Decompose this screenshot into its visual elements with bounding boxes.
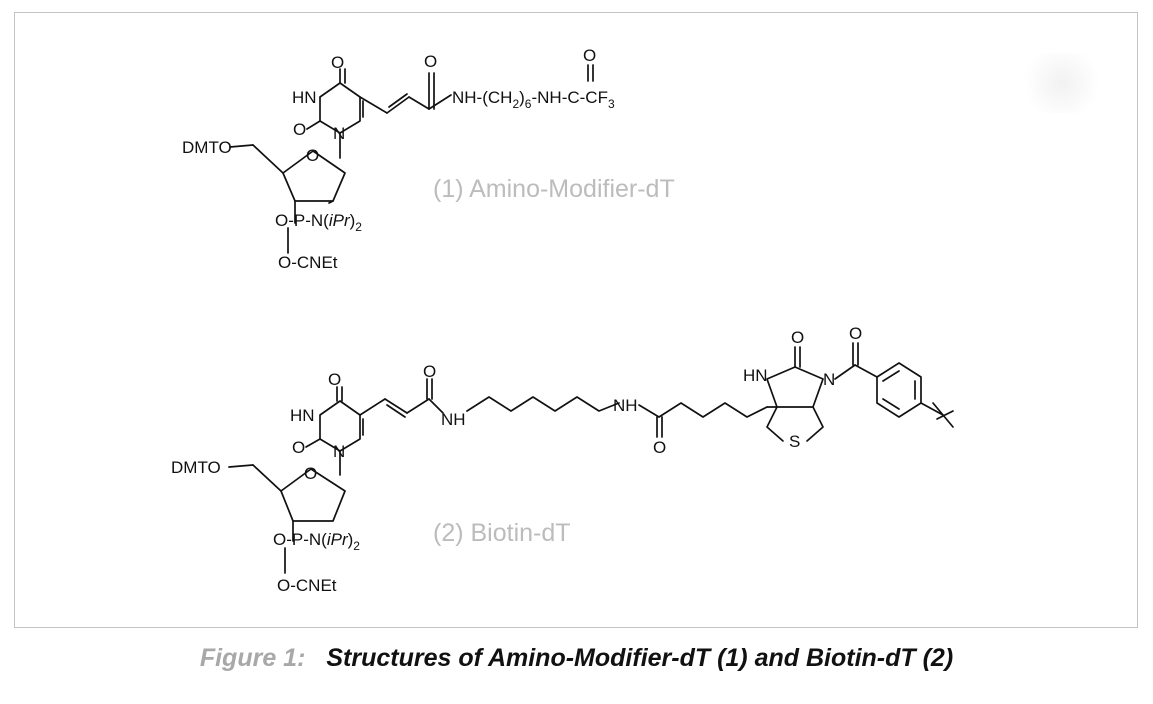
c1-cnet: O-CNEt — [278, 253, 338, 272]
c2-benzoyl-o: O — [849, 324, 862, 343]
c2-chain-2b — [386, 404, 406, 418]
c2-n-co — [834, 364, 856, 380]
c1-chain-1 — [359, 96, 388, 114]
c1-linker: NH-(CH2)6-NH-C-CF3 — [452, 88, 615, 111]
c1-chain-2b — [388, 93, 408, 108]
c1-hn: HN — [292, 88, 317, 107]
compound-2-name: (2) Biotin-dT — [433, 519, 571, 547]
c1-chain-2 — [386, 96, 410, 114]
scan-noise — [1017, 53, 1107, 113]
c2-phosphoramidite: O-P-N(iPr)2 — [273, 530, 360, 553]
c2-o-ring: O — [304, 464, 317, 483]
c2-o-top: O — [328, 370, 341, 389]
figure-caption: Figure 1: Structures of Amino-Modifier-d… — [0, 644, 1153, 673]
c1-o-ring: O — [306, 146, 319, 165]
c1-c5p — [252, 144, 284, 174]
c2-valeryl-chain — [658, 402, 768, 418]
c2-amide-o: O — [423, 362, 436, 381]
c2-c5p — [252, 464, 282, 492]
c1-amide-o: O — [424, 52, 437, 71]
c2-nh1: NH — [441, 410, 466, 429]
c1-o-top: O — [331, 53, 344, 72]
c2-hexyl-chain — [466, 396, 620, 412]
c2-sugar-ring — [280, 468, 346, 522]
figure-caption-label: Figure 1: — [199, 644, 306, 672]
c2-dmto-bond — [228, 464, 254, 468]
structures-diagram: O HN O N DMTO O O-P-N(iPr)2 O-CNEt O NH-… — [171, 46, 954, 595]
c1-c2-o — [306, 120, 321, 130]
c1-dmto-bond — [229, 144, 254, 148]
c1-o-carbonyl: O — [293, 120, 306, 139]
c1-n1: N — [333, 124, 345, 143]
c2-tbu — [932, 402, 954, 428]
c2-cnet: O-CNEt — [277, 576, 337, 595]
c1-amide-cn — [428, 94, 452, 110]
c2-nh2: NH — [613, 396, 638, 415]
c2-co-ring — [854, 364, 878, 378]
c2-biotin-imidazolidinone — [766, 366, 824, 408]
figure-panel: O HN O N DMTO O O-P-N(iPr)2 O-CNEt O NH-… — [14, 12, 1138, 628]
compound-2-structure: O HN O N DMTO O O-P-N(iPr)2 O-CNEt O NH … — [171, 324, 954, 595]
c2-chain-3 — [406, 398, 430, 414]
c2-o-carbonyl: O — [292, 438, 305, 457]
c2-c2-o — [305, 438, 321, 448]
c2-chain-1 — [359, 398, 386, 416]
c2-amide2-o: O — [653, 438, 666, 457]
c2-hn: HN — [290, 406, 315, 425]
c2-amide2-cn — [638, 404, 660, 418]
c2-benzene-inner — [882, 370, 916, 410]
c2-biotin-o: O — [791, 328, 804, 347]
c2-dmto: DMTO — [171, 458, 221, 477]
c1-chain-3 — [408, 96, 430, 110]
c2-biotin-s: S — [789, 432, 800, 451]
figure-caption-text: Structures of Amino-Modifier-dT (1) and … — [326, 644, 954, 672]
c1-sugar-ring — [282, 150, 346, 202]
c2-biotin-thiophane — [766, 406, 824, 442]
compound-1-name: (1) Amino-Modifier-dT — [433, 175, 675, 203]
c1-dmto: DMTO — [182, 138, 232, 157]
c2-amide-cn — [428, 398, 444, 414]
compound-1-structure: O HN O N DMTO O O-P-N(iPr)2 O-CNEt O NH-… — [182, 46, 675, 272]
c2-biotin-hn: HN — [743, 366, 768, 385]
c1-tfa-o: O — [583, 46, 596, 65]
c2-biotin-n: N — [823, 370, 835, 389]
c2-n1: N — [333, 442, 345, 461]
c1-sugar-stub — [328, 200, 334, 204]
c2-tbu-bond — [920, 402, 944, 416]
c2-chain-2 — [384, 398, 408, 414]
c1-phosphoramidite: O-P-N(iPr)2 — [275, 211, 362, 234]
